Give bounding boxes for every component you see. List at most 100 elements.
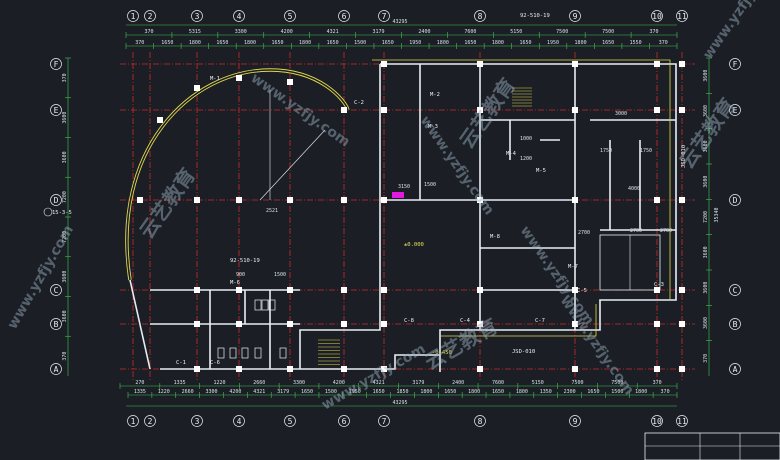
level-mark: ±0.000	[404, 242, 424, 248]
top-dims-2-label: 1800	[299, 40, 311, 46]
bottom-dims-1-label: 370	[653, 380, 662, 386]
axis-bubble-col	[127, 10, 139, 22]
detail-ref-left: 15-3-5	[52, 210, 72, 216]
axis-bubble-label: 10	[652, 12, 662, 21]
axis-bubble-label: E	[733, 106, 738, 115]
axis-bubble-label: 3	[195, 417, 200, 426]
column	[381, 366, 387, 372]
left-dims-label: 370	[62, 73, 68, 82]
door-window-labels: M-1M-2M-3M-4M-5M-6M-7M-8C-1C-2C-3C-4C-5C…	[43, 13, 687, 366]
room-dimension: 1000	[520, 136, 532, 142]
top-dims-2-label: 1650	[464, 40, 476, 46]
column	[236, 197, 242, 203]
level-mark: -0.450	[432, 350, 452, 356]
axis-bubble-col	[233, 415, 245, 427]
column	[679, 61, 685, 67]
window-label: C-5	[577, 288, 587, 294]
column	[679, 321, 685, 327]
top-dims-2-label: 1950	[547, 40, 559, 46]
watermark-url: www.yzfjy.com	[517, 223, 597, 328]
axis-bubble-col	[144, 10, 156, 22]
room-dimension: 4000	[628, 186, 640, 192]
column	[654, 366, 660, 372]
right-dims-label: 3600	[703, 105, 709, 117]
detail-ref-right: JSD-010	[681, 145, 687, 168]
right-dims-label: 7200	[703, 211, 709, 223]
structural-columns	[137, 61, 685, 372]
column	[341, 287, 347, 293]
column	[236, 366, 242, 372]
axis-bubble-row	[729, 318, 741, 330]
axis-bubble-label: 7	[382, 417, 387, 426]
bottom-dims-2-label: 1500	[611, 389, 623, 395]
column	[477, 107, 483, 113]
axis-bubble-col	[378, 10, 390, 22]
toilet-fixture	[254, 299, 262, 311]
axis-bubble-col	[378, 415, 390, 427]
top-dims-1-label: 5315	[189, 29, 201, 35]
axis-bubble-label: 2	[148, 12, 153, 21]
column	[287, 321, 293, 327]
column	[381, 321, 387, 327]
watermark-url: www.yzfjy.com	[319, 341, 428, 413]
toilet-fixture	[261, 299, 269, 311]
bottom-dims-1-label: 3300	[293, 380, 305, 386]
column	[679, 287, 685, 293]
axis-bubble-label: 7	[382, 12, 387, 21]
axis-bubble-label: 11	[677, 417, 687, 426]
bottom-dims-2-label: 1800	[420, 389, 432, 395]
axis-bubble-label: D	[733, 196, 738, 205]
column	[381, 61, 387, 67]
axis-bubble-row	[50, 58, 62, 70]
axis-bubble-col	[651, 415, 663, 427]
door-label: M-6	[230, 280, 240, 286]
column	[194, 366, 200, 372]
top-dims-2-label: 1800	[575, 40, 587, 46]
watermark: 云艺教育云艺教育云艺教育云艺教育www.yzfjy.comwww.yzfjy.c…	[5, 0, 780, 413]
bottom-dims-1-label: 7500	[611, 380, 623, 386]
axis-bubble-label: 4	[237, 417, 242, 426]
top-dims-1-label: 7600	[464, 29, 476, 35]
right-dims-label: 3600	[703, 70, 709, 82]
axis-bubble-label: D	[54, 196, 59, 205]
axis-bubble-row	[729, 58, 741, 70]
left-dims-label: 7200	[62, 231, 68, 243]
axis-bubble-label: 6	[342, 417, 347, 426]
left-dims-label: 370	[62, 352, 68, 361]
bottom-dims-2-label: 3300	[206, 389, 218, 395]
bottom-dims-2-label: 1650	[444, 389, 456, 395]
left-dims-label: 3600	[62, 112, 68, 124]
radius-line-2	[259, 129, 326, 201]
axis-bubble-label: 9	[573, 417, 578, 426]
bottom-dims-2-label: 1800	[635, 389, 647, 395]
column	[572, 366, 578, 372]
bottom-dims-2-label: 1650	[301, 389, 313, 395]
window-label: C-1	[176, 360, 186, 366]
axis-bubble-label: B	[733, 320, 738, 329]
column	[287, 197, 293, 203]
column	[654, 61, 660, 67]
top-dims-2-label: 370	[659, 40, 668, 46]
axis-bubble-label: 6	[342, 12, 347, 21]
bottom-dims-1-label: 7500	[572, 380, 584, 386]
column	[194, 197, 200, 203]
right-dims-label: 3600	[703, 246, 709, 258]
column	[679, 366, 685, 372]
detail-callout-circle	[43, 207, 53, 217]
top-dims-2-label: 370	[135, 40, 144, 46]
door-label: M-1	[210, 76, 220, 82]
axis-bubble-label: 3	[195, 12, 200, 21]
bottom-dims-2-label: 4200	[229, 389, 241, 395]
top-dims-2-label: 1950	[409, 40, 421, 46]
room-dimension: 1750	[600, 148, 612, 154]
room-dimension: 900	[236, 272, 245, 278]
top-dims-2-label: 1800	[189, 40, 201, 46]
axis-bubble-label: C	[733, 286, 738, 295]
column	[654, 321, 660, 327]
left-dims-label: 3600	[62, 271, 68, 283]
toilet-fixture	[241, 347, 249, 359]
window-label: C-4	[460, 318, 471, 324]
axis-bubble-row	[729, 104, 741, 116]
